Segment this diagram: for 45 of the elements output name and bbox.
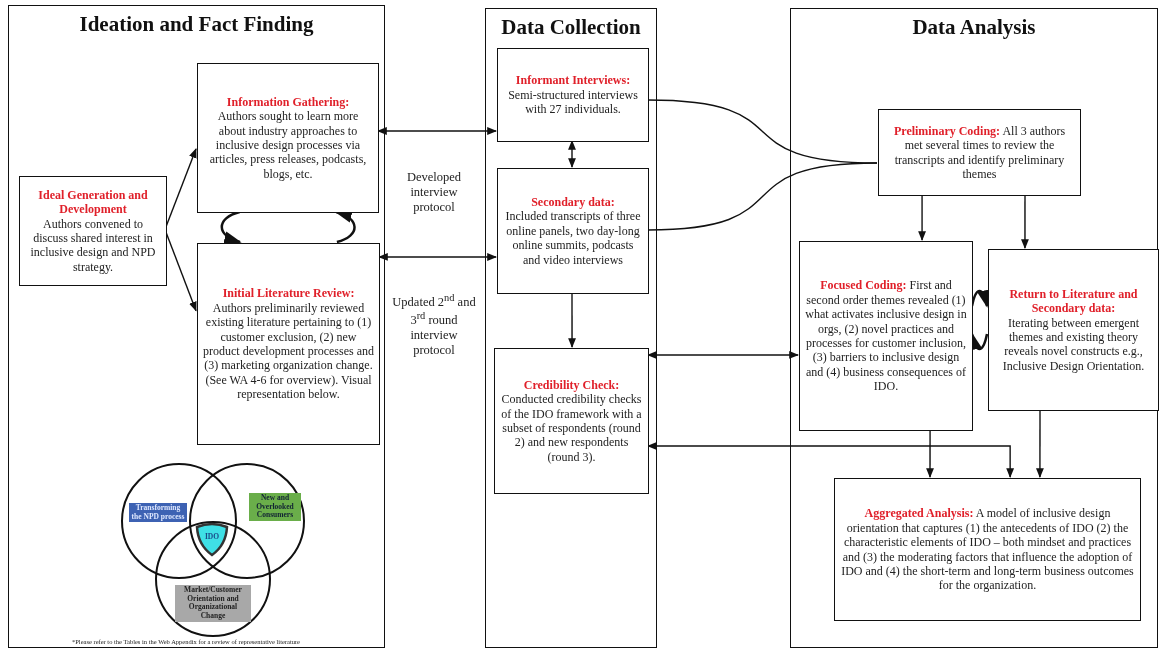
step-text: Iterating between emergent themes and existing theory reveals novel constructs e.g., Inclusive Design Orientation.: [1001, 315, 1146, 374]
step-text: Informant Interviews: Semi-structured interviews with 27 individuals.: [507, 73, 639, 117]
process-box: [494, 348, 649, 494]
edge-label: Updated 2$^{nd}$ and 3$^{rd}$ round interview protocol: [390, 292, 478, 359]
phase-panel: [485, 8, 657, 648]
step-text: Authors sought to learn more about industry approaches to inclusive design processes via articles, press releases, podcasts, blogs, etc.: [208, 109, 368, 182]
arrow: [1021, 194, 1029, 249]
arrow: [568, 140, 576, 168]
step-heading: Credibility Check:: [522, 377, 621, 393]
step-text: Focused Coding: First and second order themes revealed (1) what activates inclusive design in orgs, (2) novel practices and processes for customer inclusion, (3) barriers to inclusive design and (4) business consequences of IDO.: [805, 278, 967, 394]
connector-line: [647, 162, 878, 231]
panel-title: Ideation and Fact Finding: [78, 12, 315, 37]
process-box: [19, 176, 167, 286]
arrow: [378, 253, 497, 261]
step-text: Authors preliminarily reviewed existing literature pertaining to (1) customer exclusion, (2) new product development processes and (3) marketing organization change. (See WA 4-6 for overview). Visual representation below.: [203, 300, 374, 402]
arrow: [647, 442, 1015, 478]
arrow: [647, 351, 799, 359]
step-heading: Information Gathering:: [225, 94, 351, 110]
panel-title: Data Analysis: [911, 15, 1037, 40]
phase-panel: [8, 5, 385, 648]
arrow: [568, 292, 576, 348]
step-heading: Ideal Generation and Development: [37, 187, 149, 217]
step-text: Conducted credibility checks of the IDO framework with a subset of respondents (round 2) and new respondents (round 3).: [500, 392, 643, 465]
step-text: Included transcripts of three online panels, two day-long online summits, podcasts and video interviews: [504, 209, 642, 267]
process-box: [497, 168, 649, 294]
step-text: Aggregated Analysis: A model of inclusive design orientation that captures (1) the antecedents of IDO (2) the characteristic elements of IDO – both mindset and practices and (3) the moderating factors that influence the adoption of IDO and (4) the short-term and long-term business outcomes for the organization.: [840, 506, 1135, 593]
step-heading: Initial Literature Review:: [221, 286, 356, 301]
arrow: [918, 194, 926, 241]
step-text: Preliminary Coding: All 3 authors met several times to review the transcripts and identify preliminary themes: [892, 123, 1067, 182]
venn-center: [194, 521, 230, 557]
process-box: [497, 48, 649, 142]
process-box: [878, 109, 1081, 196]
process-box: [197, 243, 380, 445]
step-heading: Secondary data:: [530, 195, 616, 210]
phase-panel: [790, 8, 1158, 648]
panel-title: Data Collection: [500, 15, 642, 40]
process-box: [834, 478, 1141, 621]
arrow: [926, 429, 934, 478]
step-text: Authors convened to discuss shared interest in inclusive design and NPD strategy.: [29, 216, 157, 275]
process-box: [799, 241, 973, 431]
arrow: [1036, 409, 1044, 478]
process-box: [197, 63, 379, 213]
process-box: [988, 249, 1159, 411]
step-heading: Return to Literature and Secondary data:: [1008, 286, 1139, 316]
arrow: [377, 127, 497, 135]
